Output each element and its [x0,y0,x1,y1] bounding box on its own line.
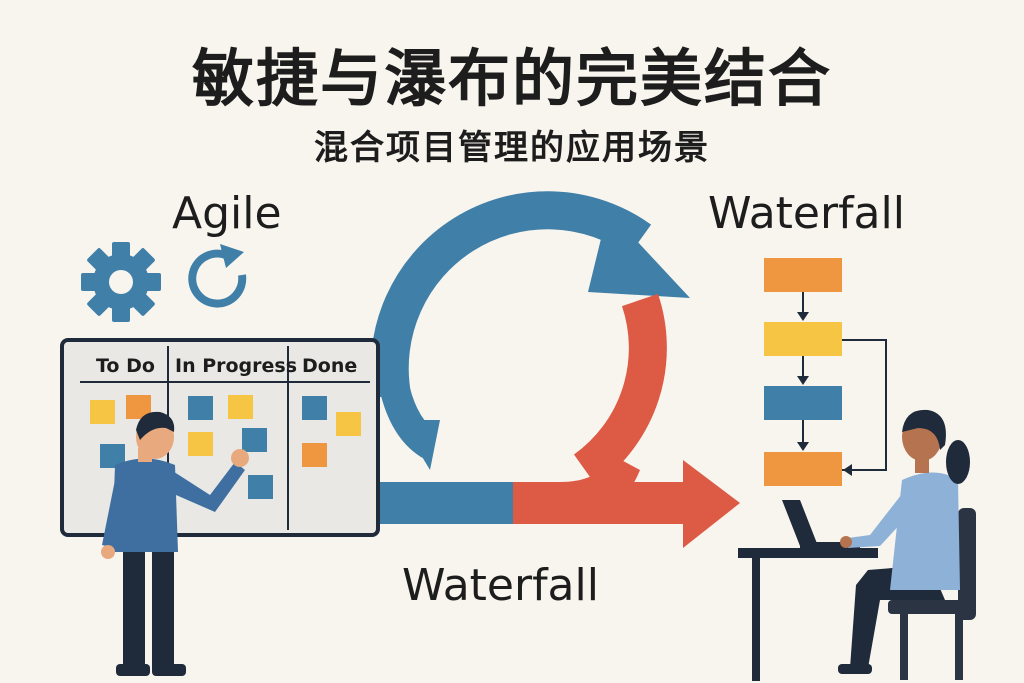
waterfall-label-top: Waterfall [708,188,905,239]
agile-label: Agile [172,188,282,239]
man-figure [101,411,249,676]
kanban-column-in-progress: In Progress [175,355,298,377]
blue-horizontal-bar [378,482,513,524]
waterfall-label-bottom: Waterfall [402,560,599,611]
red-arrow-head [683,460,740,548]
page-subtitle: 混合项目管理的应用场景 [314,128,710,168]
gear-icon [81,242,161,322]
blue-cycle-arc [370,191,652,399]
page-title: 敏捷与瀑布的完美结合 [191,42,832,115]
kanban-column-todo: To Do [96,355,155,377]
refresh-icon [188,244,247,308]
blue-arrow-head [588,210,690,298]
red-cycle-arc [573,293,667,486]
cycle-arrow [370,191,740,548]
waterfall-flow [764,258,887,486]
woman-at-desk [738,409,976,681]
kanban-column-done: Done [302,355,358,377]
blue-hook-head [400,420,440,470]
